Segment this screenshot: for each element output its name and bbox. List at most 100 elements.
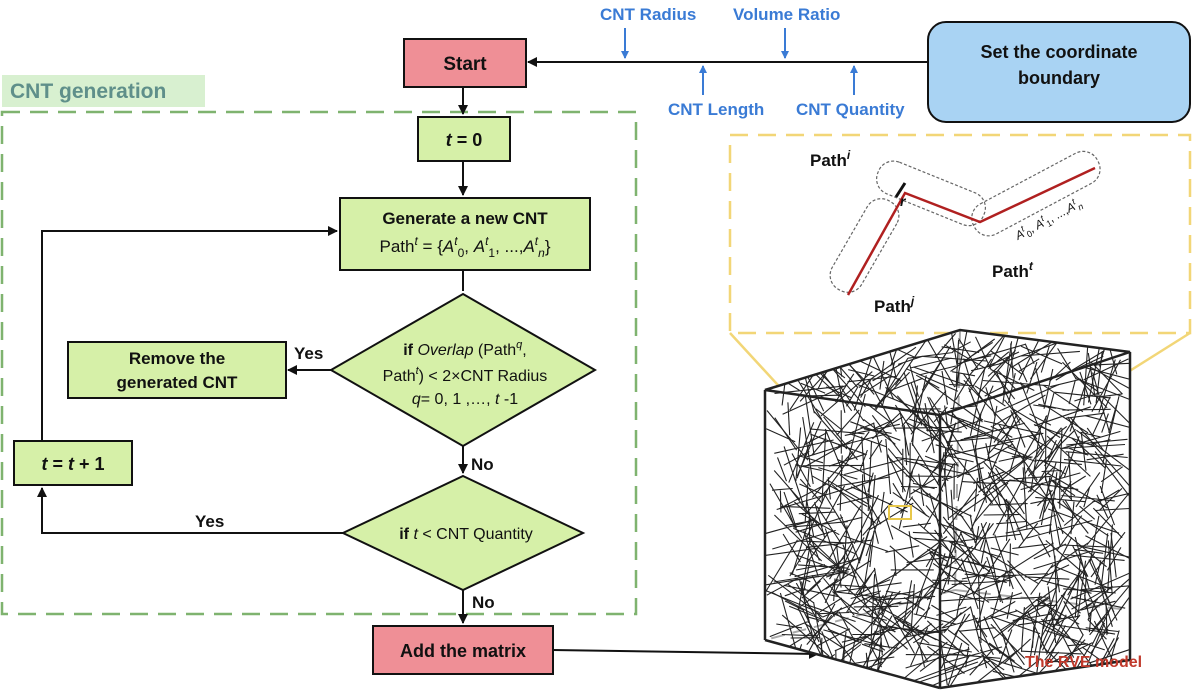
rve-fiber <box>1027 435 1052 451</box>
rve-fiber <box>1009 433 1022 474</box>
rve-fiber <box>1050 378 1082 388</box>
rve-fiber <box>1087 338 1102 403</box>
rve-fiber <box>1090 361 1123 395</box>
start-label: Start <box>443 54 487 75</box>
rve-fiber <box>969 649 994 676</box>
rve-fiber <box>824 334 850 360</box>
no-label-check: No <box>472 593 495 612</box>
rve-fiber <box>1092 372 1111 435</box>
rve-fiber <box>765 428 796 443</box>
rve-fiber <box>1089 515 1100 562</box>
rve-fiber <box>1089 616 1106 636</box>
increment-box <box>13 440 133 486</box>
rve-fiber <box>886 377 923 393</box>
rve-fiber <box>851 422 875 433</box>
rve-fiber <box>836 582 902 593</box>
rve-fiber <box>785 504 796 529</box>
rve-fiber <box>1059 428 1063 486</box>
remove-line1: Remove the <box>129 349 225 368</box>
rve-fiber <box>990 425 1013 438</box>
rve-fiber <box>1035 599 1080 625</box>
rve-fiber <box>845 468 905 491</box>
generate-formula: Patht = {At0, At1, ...,Atn} <box>380 234 551 260</box>
rve-fiber <box>975 336 992 371</box>
rve-fiber <box>861 596 912 626</box>
rve-fiber <box>848 531 869 593</box>
rve-fiber <box>770 376 799 380</box>
arrow-matrix-rve <box>552 648 819 659</box>
rve-fiber <box>788 605 850 631</box>
rve-fiber <box>783 446 806 511</box>
rve-fiber <box>1096 393 1123 398</box>
rve-fiber <box>963 358 973 388</box>
rve-fiber <box>959 531 982 579</box>
rve-fiber <box>957 343 1026 365</box>
rve-fiber <box>956 443 1014 479</box>
remove-box <box>67 341 287 399</box>
param-quantity: CNT Quantity <box>796 100 905 119</box>
rve-fiber <box>847 375 897 383</box>
rve-fiber <box>1100 533 1109 587</box>
rve-fiber <box>990 350 1023 375</box>
rve-fiber <box>805 535 841 569</box>
rve-fiber <box>1090 628 1109 654</box>
rve-fiber <box>946 521 975 540</box>
rve-fiber <box>955 339 960 384</box>
rve-fiber <box>815 408 843 431</box>
rve-fiber <box>970 481 993 532</box>
rve-fiber <box>892 482 905 502</box>
rve-fiber <box>983 513 1021 516</box>
rve-fiber <box>840 516 863 524</box>
rve-fiber <box>810 348 868 357</box>
rve-fiber <box>946 654 971 688</box>
rve-fiber <box>871 590 915 600</box>
rve-fiber <box>1064 553 1125 561</box>
rve-fiber <box>801 580 821 599</box>
rve-fiber <box>985 387 996 418</box>
rve-fiber <box>979 523 991 551</box>
rve-fiber <box>880 491 885 513</box>
rve-fiber <box>1100 466 1124 483</box>
rve-fiber <box>1079 371 1092 405</box>
rve-fiber <box>992 394 1046 427</box>
rve-fiber <box>774 514 823 562</box>
cnt-generation-group <box>0 110 638 616</box>
rve-fiber <box>1010 569 1041 617</box>
rve-fiber <box>941 346 980 353</box>
rve-fiber <box>776 489 843 511</box>
rve-fiber <box>911 497 928 517</box>
rve-fiber <box>889 545 937 586</box>
rve-fiber <box>960 533 1021 542</box>
rve-fiber <box>997 432 1044 443</box>
rve-fiber <box>1083 594 1091 620</box>
increment-label: t = t + 1 <box>41 454 104 474</box>
rve-fiber <box>923 333 956 388</box>
rve-fiber <box>924 403 935 454</box>
rve-fiber <box>791 453 811 488</box>
rve-fiber <box>983 550 1039 585</box>
rve-fiber <box>1057 348 1077 380</box>
rve-fiber <box>792 337 811 361</box>
rve-fiber <box>870 591 894 645</box>
rve-fiber <box>828 453 865 467</box>
rve-fiber <box>1046 614 1067 655</box>
rve-fiber <box>987 417 1022 456</box>
rve-fiber <box>776 457 788 482</box>
rve-fiber <box>863 484 879 544</box>
rve-fiber <box>944 344 986 369</box>
rve-fiber <box>885 545 920 553</box>
rve-fiber <box>1099 485 1116 526</box>
rve-fiber <box>931 604 956 621</box>
rve-fiber <box>824 528 840 570</box>
rve-fiber <box>765 350 811 369</box>
rve-fiber <box>799 483 824 496</box>
rve-fiber <box>1018 522 1039 548</box>
rve-fiber <box>1017 615 1080 626</box>
rve-fiber <box>932 562 990 603</box>
rve-fiber <box>990 615 1041 635</box>
rve-fiber <box>1038 536 1051 558</box>
rve-fiber <box>908 531 914 558</box>
rve-fiber <box>944 405 949 428</box>
rve-fiber <box>909 455 920 476</box>
